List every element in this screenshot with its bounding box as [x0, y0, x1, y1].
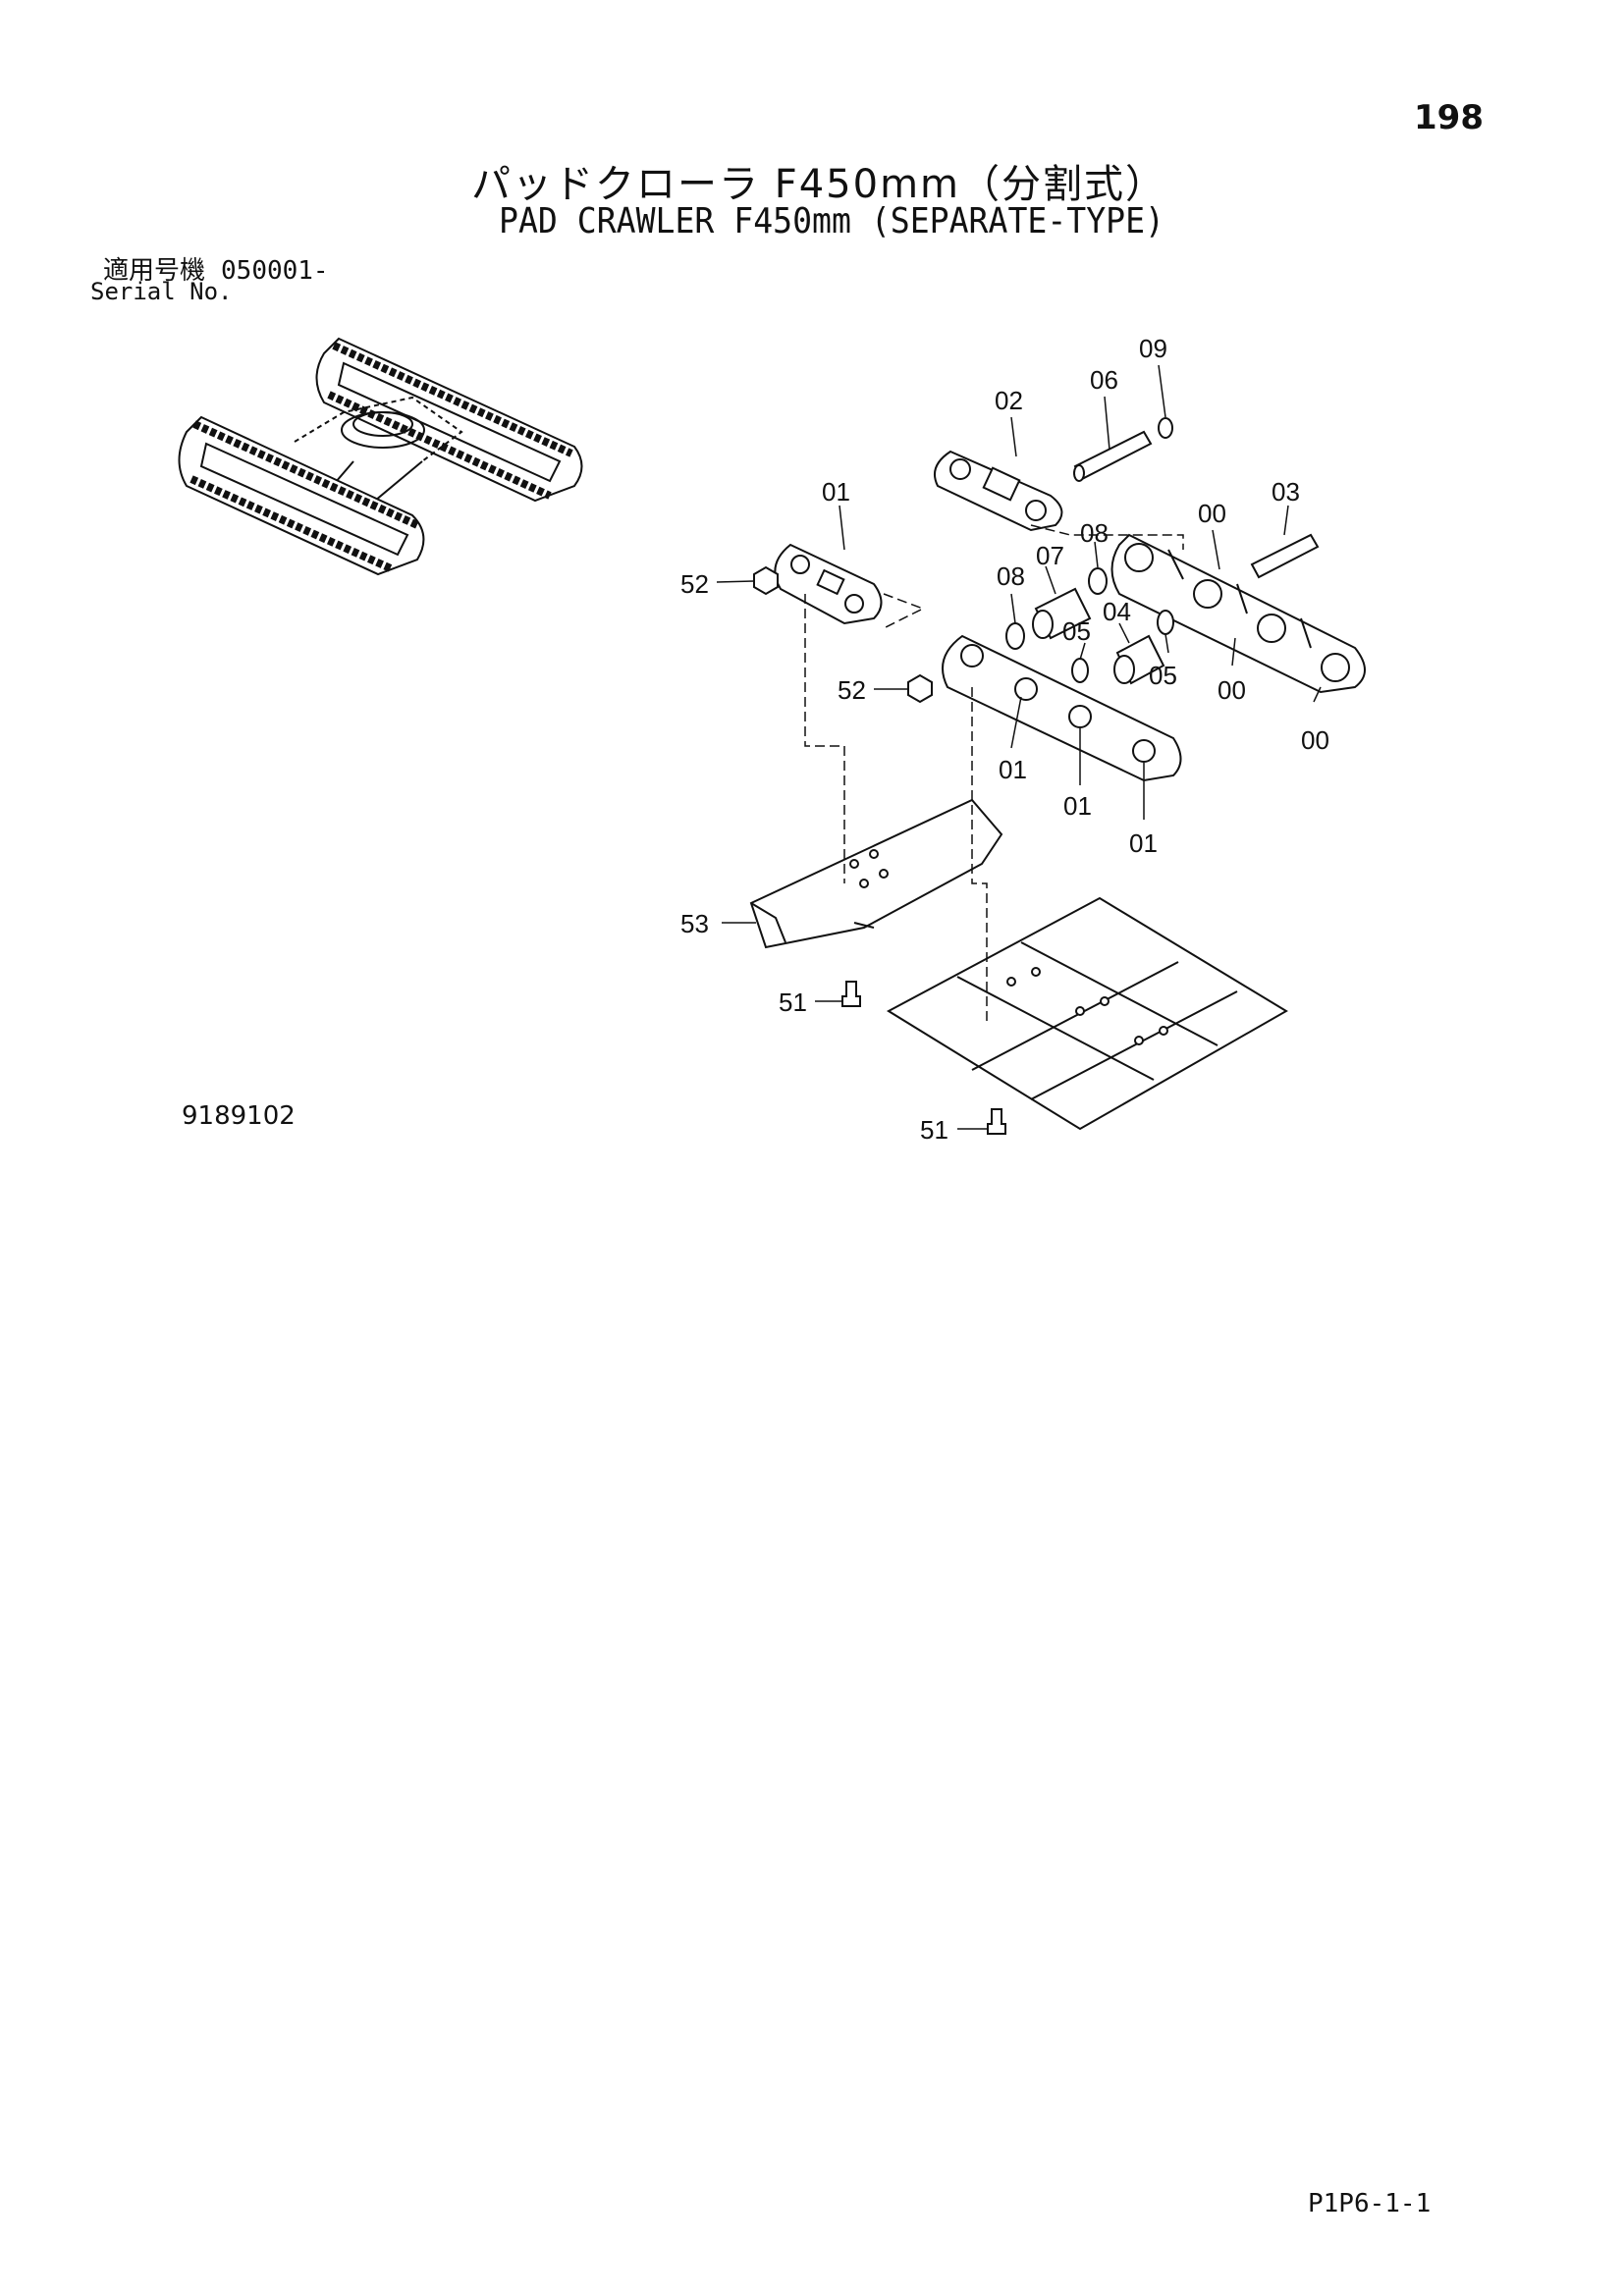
callout-51-lower: 51	[920, 1115, 948, 1145]
page-code: P1P6-1-1	[1308, 2189, 1432, 2218]
part-08-seal-right	[1088, 567, 1108, 595]
callout-01-lower-c: 01	[1129, 828, 1158, 858]
part-51-bolt-upper	[841, 981, 861, 1007]
callout-02: 02	[995, 386, 1023, 415]
callout-52-upper: 52	[680, 569, 709, 599]
callout-52-lower: 52	[838, 675, 866, 705]
callout-labels: 09 06 02 01 00 03 08 07 52 08 04 05 05 0…	[680, 334, 1329, 1145]
callout-05-right: 05	[1149, 661, 1177, 690]
callout-51-upper: 51	[779, 988, 807, 1017]
callout-01-upper: 01	[822, 477, 850, 507]
callout-04: 04	[1103, 597, 1131, 626]
front-track-illustration	[178, 415, 425, 576]
part-06-pin	[1073, 430, 1153, 482]
page-number: 198	[1414, 98, 1484, 137]
callout-leader-lines	[716, 364, 1322, 1130]
part-05-seal-left	[1071, 658, 1089, 683]
callout-07: 07	[1036, 541, 1064, 570]
callout-08-right: 08	[1080, 518, 1109, 548]
callout-00-middle: 00	[1218, 675, 1246, 705]
callout-00-lower: 00	[1301, 725, 1329, 755]
serial-value: 050001-	[221, 256, 329, 286]
part-04-bushing	[1113, 634, 1165, 685]
assembly-guide-lines	[804, 524, 1184, 1021]
part-07-bushing	[1032, 587, 1092, 640]
part-01-link-single	[774, 543, 883, 625]
part-02-link	[934, 450, 1063, 532]
shoe-plate-array	[886, 896, 1288, 1131]
part-09-snap-ring	[1158, 417, 1173, 439]
serial-label-english: Serial No.	[90, 278, 233, 305]
exploded-view	[749, 417, 1366, 1135]
callout-03: 03	[1272, 477, 1300, 507]
part-52-nut-lower	[907, 673, 933, 704]
part-05-seal-right	[1157, 610, 1174, 635]
part-52-nut-upper	[753, 565, 779, 596]
undercarriage-overview-illustration	[178, 337, 583, 576]
callout-01-lower-b: 01	[1063, 791, 1092, 821]
callout-06: 06	[1090, 365, 1118, 395]
callout-05-left: 05	[1062, 616, 1091, 646]
drawing-number: 9189102	[182, 1101, 296, 1131]
part-08-seal-left	[1005, 622, 1025, 650]
callout-00-upper: 00	[1198, 499, 1226, 528]
part-53-shoe-plate	[749, 798, 1003, 949]
callout-01-lower-a: 01	[999, 755, 1027, 784]
part-51-bolt-lower	[987, 1108, 1006, 1135]
callout-53: 53	[680, 909, 709, 938]
part-00-link-assembly	[1110, 533, 1366, 694]
page-title-english: PAD CRAWLER F450mm (SEPARATE-TYPE)	[499, 201, 1164, 241]
callout-09: 09	[1139, 334, 1167, 363]
callout-08-left: 08	[997, 561, 1025, 591]
page-title-japanese: パッドクローラ F450mm（分割式）	[471, 162, 1166, 207]
serial-label-japanese: 適用号機	[103, 256, 206, 286]
rear-track-illustration	[315, 337, 583, 503]
serial-applicable-line: 適用号機 050001-	[103, 250, 329, 287]
part-03-pin	[1250, 533, 1320, 579]
